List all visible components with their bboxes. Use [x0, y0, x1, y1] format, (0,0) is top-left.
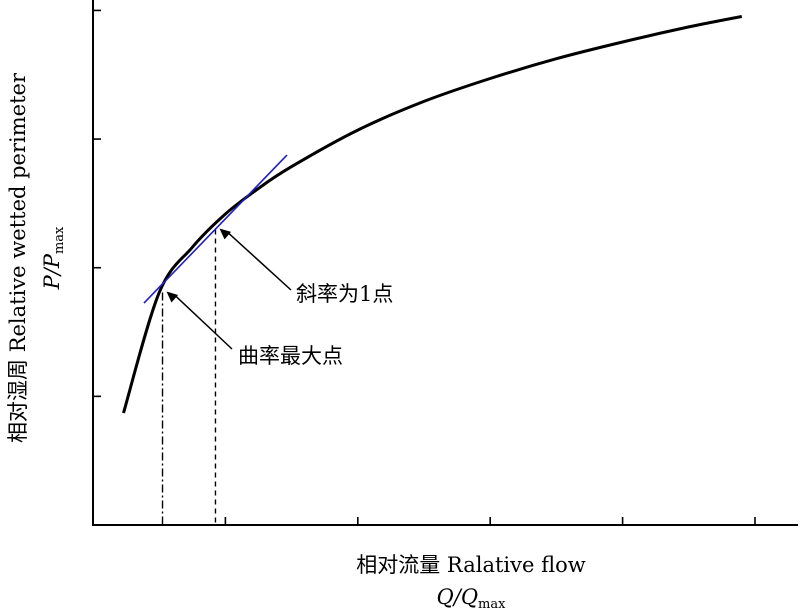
- y-axis-label: 相对湿周 Relative wetted perimeter: [6, 72, 30, 443]
- axis-ticks: [93, 9, 756, 525]
- x-axis-label: 相对流量 Ralative flow: [356, 553, 585, 577]
- arrow-head-0: [219, 228, 232, 240]
- y-axis-variable-main: P/P: [40, 253, 64, 290]
- x-axis-variable-main: Q/Q: [437, 585, 479, 609]
- annotation-label-curvature: 曲率最大点: [238, 344, 343, 368]
- x-axis-variable: Q/Qmax: [437, 585, 507, 612]
- arrow-head-1: [166, 291, 179, 303]
- axes: [92, 0, 798, 526]
- guide-lines: [161, 229, 217, 525]
- arrow-line-0: [226, 231, 292, 291]
- annotation-arrows: [166, 228, 292, 350]
- annotation-label-slope: 斜率为1点: [296, 282, 393, 306]
- series-line: [122, 15, 743, 414]
- y-axis-variable: P/Pmax: [40, 226, 67, 290]
- arrow-line-1: [173, 294, 233, 350]
- x-axis-variable-sub: max: [478, 597, 506, 612]
- tangent-line: [143, 154, 288, 304]
- y-axis-variable-sub: max: [52, 226, 67, 254]
